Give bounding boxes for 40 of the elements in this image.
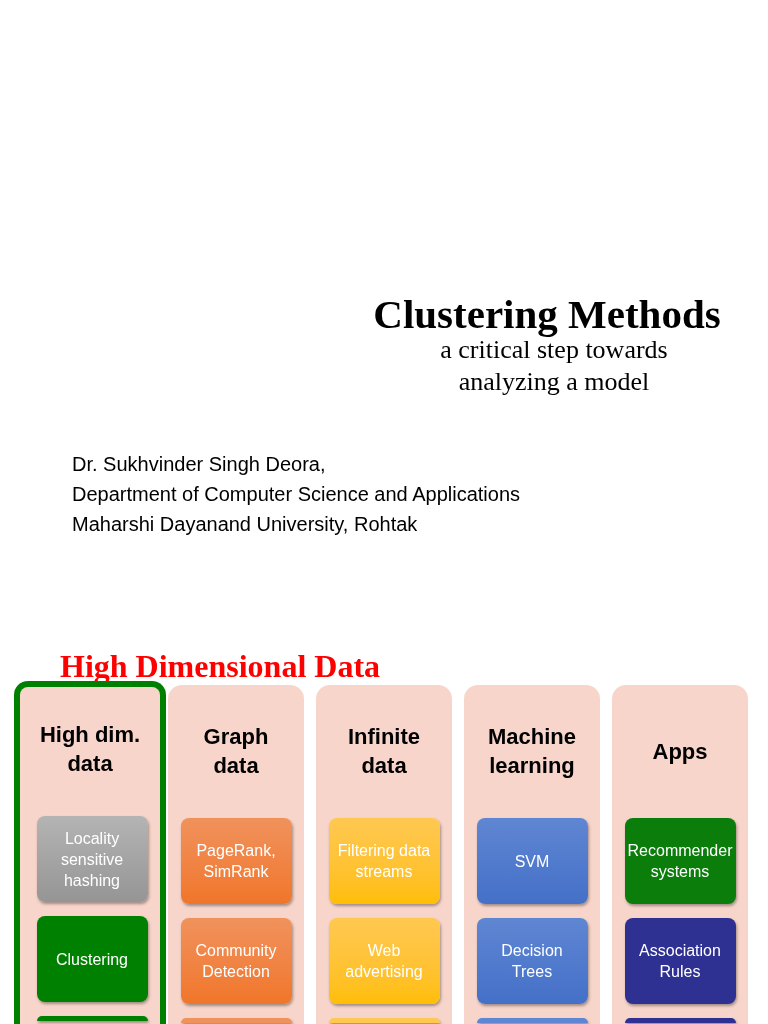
column-heading: Apps: [651, 737, 709, 766]
category-column: [316, 685, 452, 1024]
method-box: [180, 818, 292, 904]
category-column: [612, 685, 748, 1024]
author-line: Dr. Sukhvinder Singh Deora,: [72, 452, 326, 477]
method-box: [36, 916, 148, 1002]
method-box: [476, 1018, 588, 1023]
category-column: [14, 681, 166, 1024]
column-heading: Machine learning: [487, 723, 577, 780]
column-heading: Infinite data: [346, 723, 422, 780]
method-label: Locality sensitive hashing: [59, 828, 125, 891]
method-label: Filtering data streams: [336, 841, 432, 882]
section-heading: High Dimensional Data: [60, 647, 381, 686]
author-line: Department of Computer Science and Applications: [72, 482, 521, 507]
method-box: [328, 918, 440, 1004]
method-box: [180, 918, 292, 1004]
category-column: [168, 685, 304, 1024]
method-box: [36, 816, 148, 902]
method-label: Community Detection: [194, 941, 278, 982]
method-box: [328, 1018, 440, 1023]
method-box: [624, 818, 736, 904]
method-box: [624, 1018, 736, 1023]
method-box: [476, 918, 588, 1004]
method-box: [180, 1018, 292, 1023]
slide-title: Clustering Methods: [372, 290, 722, 339]
method-label: SVM: [513, 851, 551, 872]
method-box: [476, 818, 588, 904]
method-label: Association Rules: [638, 941, 722, 982]
column-heading: High dim. data: [38, 721, 142, 778]
column-heading: Graph data: [202, 723, 270, 780]
method-box: [36, 1016, 148, 1021]
category-column: [464, 685, 600, 1024]
method-label: Decision Trees: [500, 941, 564, 982]
method-box: [624, 918, 736, 1004]
method-box: [328, 818, 440, 904]
author-line: Maharshi Dayanand University, Rohtak: [72, 512, 418, 537]
method-label: Web advertising: [344, 941, 424, 982]
method-label: Recommender systems: [626, 841, 734, 882]
method-label: PageRank, SimRank: [195, 841, 277, 882]
method-label: Clustering: [55, 949, 129, 970]
